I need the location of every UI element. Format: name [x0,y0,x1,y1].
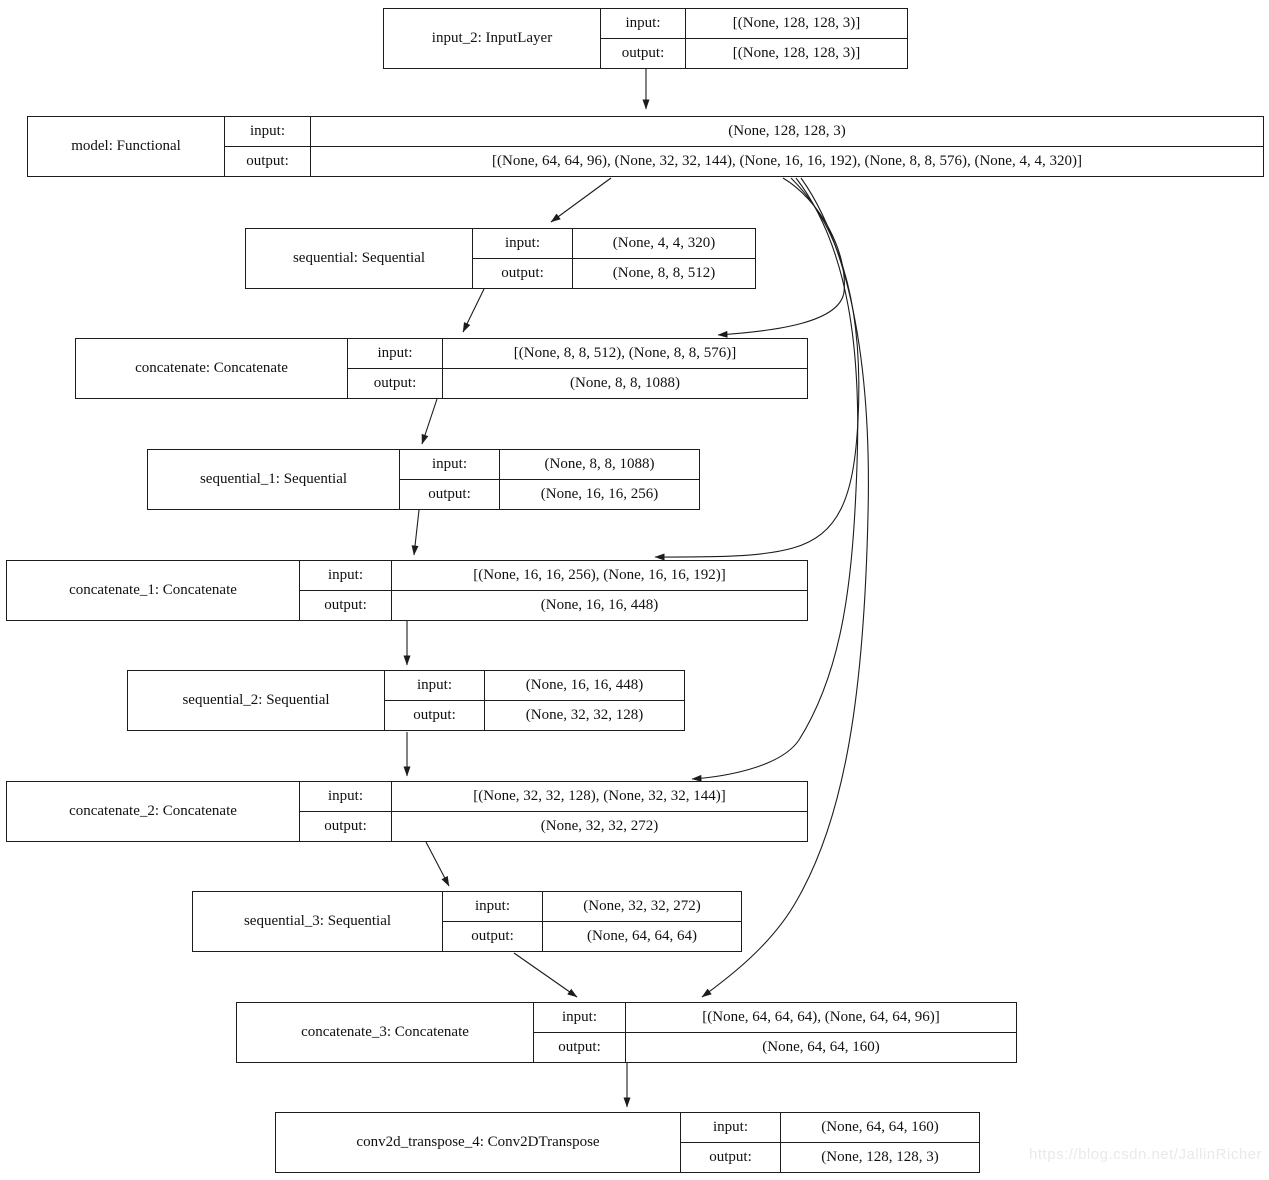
output-row-label: output: [443,922,543,951]
input-row-label: input: [443,892,543,921]
input-row-label: input: [385,671,485,700]
output-row-label: output: [534,1033,626,1062]
input-row-label: input: [348,339,443,368]
input-shape: [(None, 32, 32, 128), (None, 32, 32, 144… [473,788,726,804]
output-row-label: output: [300,812,392,841]
output-row-label: output: [348,369,443,398]
output-row-label: output: [601,39,686,68]
node-concatenate-2: concatenate_2: Concatenate input: [(None… [6,781,808,842]
layer-name: conv2d_transpose_4: Conv2DTranspose [276,1113,681,1172]
output-shape: [(None, 128, 128, 3)] [732,45,861,61]
output-shape: (None, 64, 64, 64) [587,928,697,944]
input-row-label: input: [601,9,686,38]
edge-sequential3-to-concatenate3 [513,952,578,998]
output-shape: (None, 64, 64, 160) [762,1039,880,1055]
edge-model-to-sequential [550,177,612,223]
watermark-text: https://blog.csdn.net/JallinRicher [1029,1146,1262,1163]
input-shape: (None, 4, 4, 320) [612,235,716,251]
output-shape: [(None, 64, 64, 96), (None, 32, 32, 144)… [492,153,1082,169]
output-row-label: output: [300,591,392,620]
output-shape: (None, 32, 32, 128) [525,707,644,723]
output-row-label: output: [681,1143,781,1172]
output-shape: (None, 16, 16, 256) [540,486,659,502]
input-row-label: input: [300,782,392,811]
output-shape: (None, 16, 16, 448) [540,597,659,613]
input-row-label: input: [400,450,500,479]
input-shape: (None, 8, 8, 1088) [544,456,655,472]
input-shape: [(None, 8, 8, 512), (None, 8, 8, 576)] [513,345,737,361]
output-row-label: output: [400,480,500,509]
input-row-label: input: [300,561,392,590]
input-shape: [(None, 64, 64, 64), (None, 64, 64, 96)] [702,1009,940,1025]
output-shape: (None, 128, 128, 3) [821,1149,939,1165]
layer-name: input_2: InputLayer [384,9,601,68]
output-shape: (None, 8, 8, 512) [612,265,716,281]
node-concatenate-3: concatenate_3: Concatenate input: [(None… [236,1002,1017,1063]
layer-name: model: Functional [28,117,225,176]
input-row-label: input: [681,1113,781,1142]
layer-name: sequential_3: Sequential [193,892,443,951]
layer-name: concatenate_2: Concatenate [7,782,300,841]
layer-name: concatenate_3: Concatenate [237,1003,534,1062]
node-conv2d-transpose-4: conv2d_transpose_4: Conv2DTranspose inpu… [275,1112,980,1173]
node-sequential-2: sequential_2: Sequential input: (None, 1… [127,670,685,731]
input-shape: [(None, 16, 16, 256), (None, 16, 16, 192… [473,567,726,583]
layer-name: concatenate_1: Concatenate [7,561,300,620]
output-row-label: output: [473,259,573,288]
node-concatenate-1: concatenate_1: Concatenate input: [(None… [6,560,808,621]
input-shape: (None, 64, 64, 160) [821,1119,939,1135]
node-model: model: Functional input: (None, 128, 128… [27,116,1264,177]
output-shape: (None, 8, 8, 1088) [570,375,680,391]
layer-name: concatenate: Concatenate [76,339,348,398]
edge-concatenate-to-sequential1 [421,398,438,445]
input-row-label: input: [534,1003,626,1032]
layer-name: sequential_2: Sequential [128,671,385,730]
input-shape: (None, 32, 32, 272) [583,898,701,914]
node-sequential-1: sequential_1: Sequential input: (None, 8… [147,449,700,510]
input-row-label: input: [473,229,573,258]
node-input-2: input_2: InputLayer input: [(None, 128, … [383,8,908,69]
node-concatenate: concatenate: Concatenate input: [(None, … [75,338,808,399]
node-sequential-3: sequential_3: Sequential input: (None, 3… [192,891,742,952]
input-shape: (None, 128, 128, 3) [728,123,846,139]
input-shape: [(None, 128, 128, 3)] [732,15,861,31]
node-sequential: sequential: Sequential input: (None, 4, … [245,228,756,289]
edge-concatenate2-to-sequential3 [425,841,450,887]
edge-sequential-to-concatenate [462,288,485,333]
output-row-label: output: [225,147,311,176]
output-shape: (None, 32, 32, 272) [540,818,659,834]
input-row-label: input: [225,117,311,146]
output-row-label: output: [385,701,485,730]
edge-sequential1-to-concatenate1 [411,509,420,556]
layer-name: sequential: Sequential [246,229,473,288]
input-shape: (None, 16, 16, 448) [525,677,644,693]
layer-name: sequential_1: Sequential [148,450,400,509]
